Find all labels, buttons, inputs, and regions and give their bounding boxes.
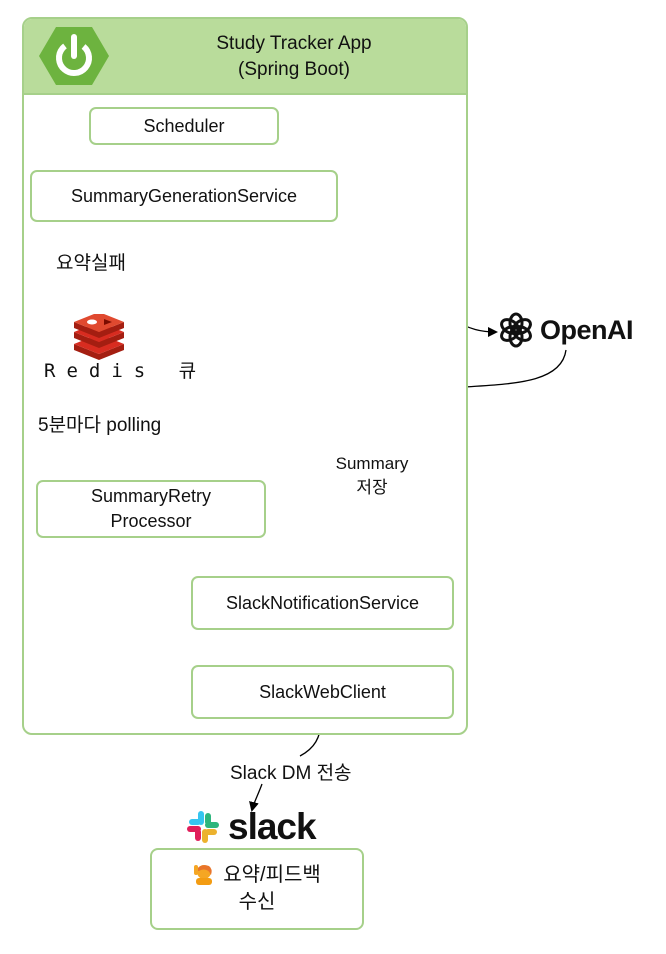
slack-web-client-node: SlackWebClient: [191, 665, 454, 719]
slack-web-client-label: SlackWebClient: [259, 681, 386, 702]
feedback-receive-label-line2: 수신: [238, 891, 276, 913]
summary-storage-label: Summary 저장: [316, 452, 428, 500]
polling-label: 5분마다 polling: [38, 415, 162, 436]
summary-storage-label-line2: 저장: [356, 478, 388, 497]
app-title-line1: Study Tracker App: [216, 33, 372, 54]
redis-queue-label: Redis 큐: [44, 360, 208, 382]
app-title: Study Tracker App (Spring Boot): [144, 31, 444, 83]
summary-retry-processor-label-line2: Processor: [110, 511, 192, 531]
summary-retry-processor-node: SummaryRetry Processor: [36, 480, 266, 538]
scheduler-node: Scheduler: [89, 107, 279, 145]
summary-generation-service-label: SummaryGenerationService: [70, 185, 298, 206]
slack-notification-service-label: SlackNotificationService: [225, 592, 420, 613]
openai-node: OpenAI: [498, 312, 634, 348]
redis-icon: [74, 314, 124, 360]
slack-notification-service-node: SlackNotificationService: [191, 576, 454, 630]
app-header: Study Tracker App (Spring Boot): [24, 19, 466, 95]
feedback-receive-node: 요약/피드백 수신: [150, 848, 364, 930]
slack-dm-send-label: Slack DM 전송: [230, 763, 352, 784]
slack-icon: [187, 811, 219, 843]
arrow-dm-label-to-slack: [249, 783, 263, 812]
summary-storage-label-line1: Summary: [335, 454, 409, 473]
slack-node: slack: [186, 806, 317, 848]
openai-icon: [500, 312, 532, 348]
feedback-receive-label-line1: 요약/피드백: [223, 864, 321, 886]
app-title-line2: (Spring Boot): [238, 59, 350, 80]
spring-power-icon: [39, 27, 109, 85]
person-raising-hand-icon: [194, 865, 213, 885]
scheduler-label: Scheduler: [143, 115, 225, 136]
slack-label: slack: [228, 806, 317, 847]
summary-generation-service-node: SummaryGenerationService: [30, 170, 338, 222]
summary-failed-label: 요약실패: [56, 253, 126, 274]
openai-label: OpenAI: [540, 314, 634, 345]
summary-retry-processor-label-line1: SummaryRetry: [90, 486, 211, 506]
